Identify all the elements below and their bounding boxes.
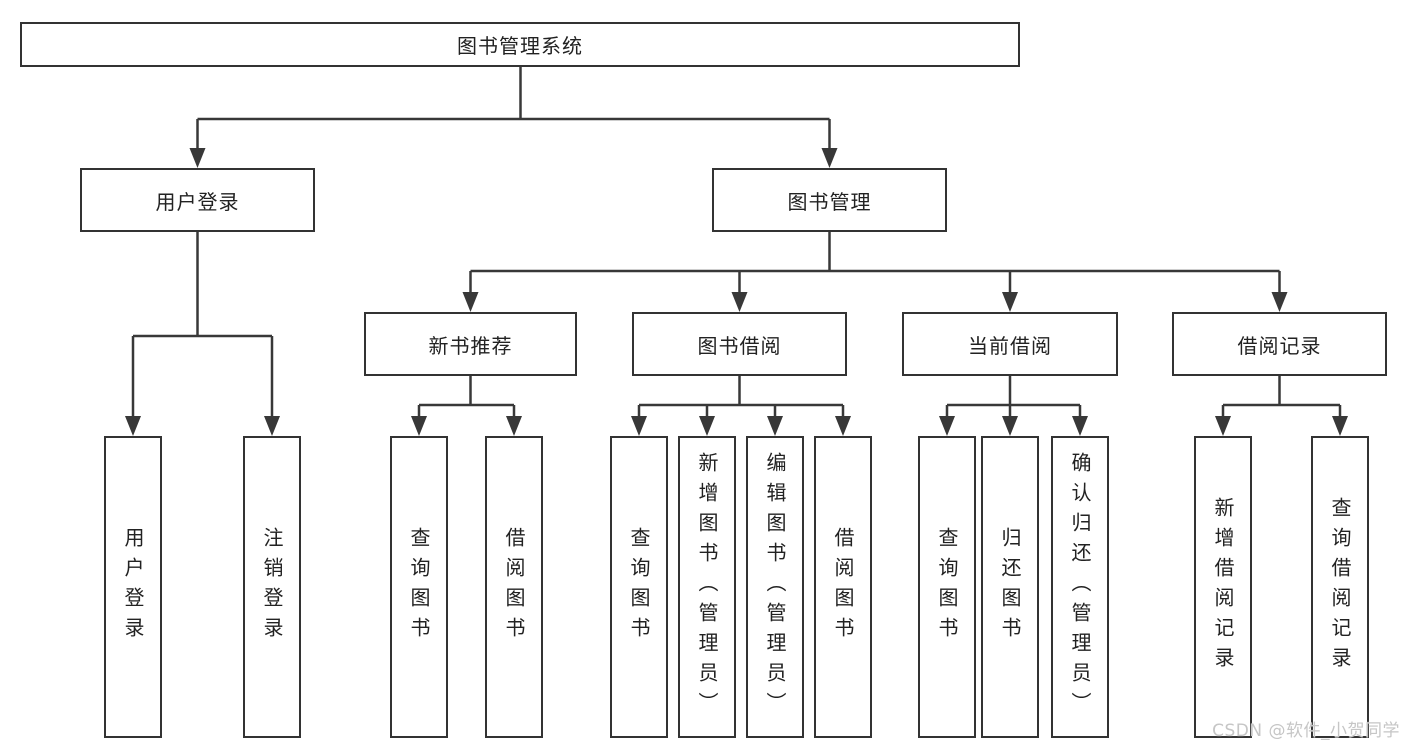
connector-user-login (125, 232, 280, 436)
arrowhead (699, 416, 715, 436)
arrowhead (1002, 416, 1018, 436)
arrowhead (835, 416, 851, 436)
node-leaf-return-book: 归还图书 (981, 436, 1039, 738)
node-leaf-add-borrow-record: 新增借阅记录 (1194, 436, 1252, 738)
node-leaf-confirm-return-admin: 确认归还（管理员） (1051, 436, 1109, 738)
arrowhead (767, 416, 783, 436)
connector-book-management (462, 232, 1288, 312)
node-leaf-query-books-borrow: 查询图书 (610, 436, 668, 738)
arrowhead (1271, 292, 1288, 312)
node-leaf-query-books-recommend: 查询图书 (390, 436, 448, 738)
node-leaf-borrow-books: 借阅图书 (814, 436, 872, 738)
node-root: 图书管理系统 (20, 22, 1020, 67)
arrowhead (1072, 416, 1088, 436)
arrowhead (939, 416, 955, 436)
node-new-book-recommend: 新书推荐 (364, 312, 577, 376)
connector-borrow-records (1215, 376, 1348, 436)
node-leaf-query-books-current: 查询图书 (918, 436, 976, 738)
arrowhead (821, 148, 838, 168)
connector-book-borrow (631, 376, 851, 436)
node-leaf-add-book-admin: 新增图书（管理员） (678, 436, 736, 738)
arrowhead (731, 292, 748, 312)
arrowhead (189, 148, 206, 168)
connector-current-borrow (939, 376, 1088, 436)
node-leaf-user-login: 用户登录 (104, 436, 162, 738)
node-current-borrow: 当前借阅 (902, 312, 1118, 376)
arrowhead (264, 416, 280, 436)
arrowhead (1215, 416, 1231, 436)
arrowhead (125, 416, 141, 436)
connector-root (189, 67, 838, 168)
arrowhead (506, 416, 522, 436)
arrowhead (1002, 292, 1018, 312)
connector-new-book-recommend (411, 376, 522, 436)
arrowhead (631, 416, 647, 436)
node-leaf-borrow-books-recommend: 借阅图书 (485, 436, 543, 738)
node-leaf-query-borrow-record: 查询借阅记录 (1311, 436, 1369, 738)
arrowhead (1332, 416, 1348, 436)
csdn-watermark: CSDN @软件_小贺同学 (1212, 721, 1400, 741)
arrowhead (411, 416, 427, 436)
arrowhead (462, 292, 479, 312)
node-book-borrow: 图书借阅 (632, 312, 847, 376)
node-leaf-logout: 注销登录 (243, 436, 301, 738)
node-leaf-edit-book-admin: 编辑图书（管理员） (746, 436, 804, 738)
node-borrow-records: 借阅记录 (1172, 312, 1387, 376)
node-user-login: 用户登录 (80, 168, 315, 232)
node-book-management: 图书管理 (712, 168, 947, 232)
